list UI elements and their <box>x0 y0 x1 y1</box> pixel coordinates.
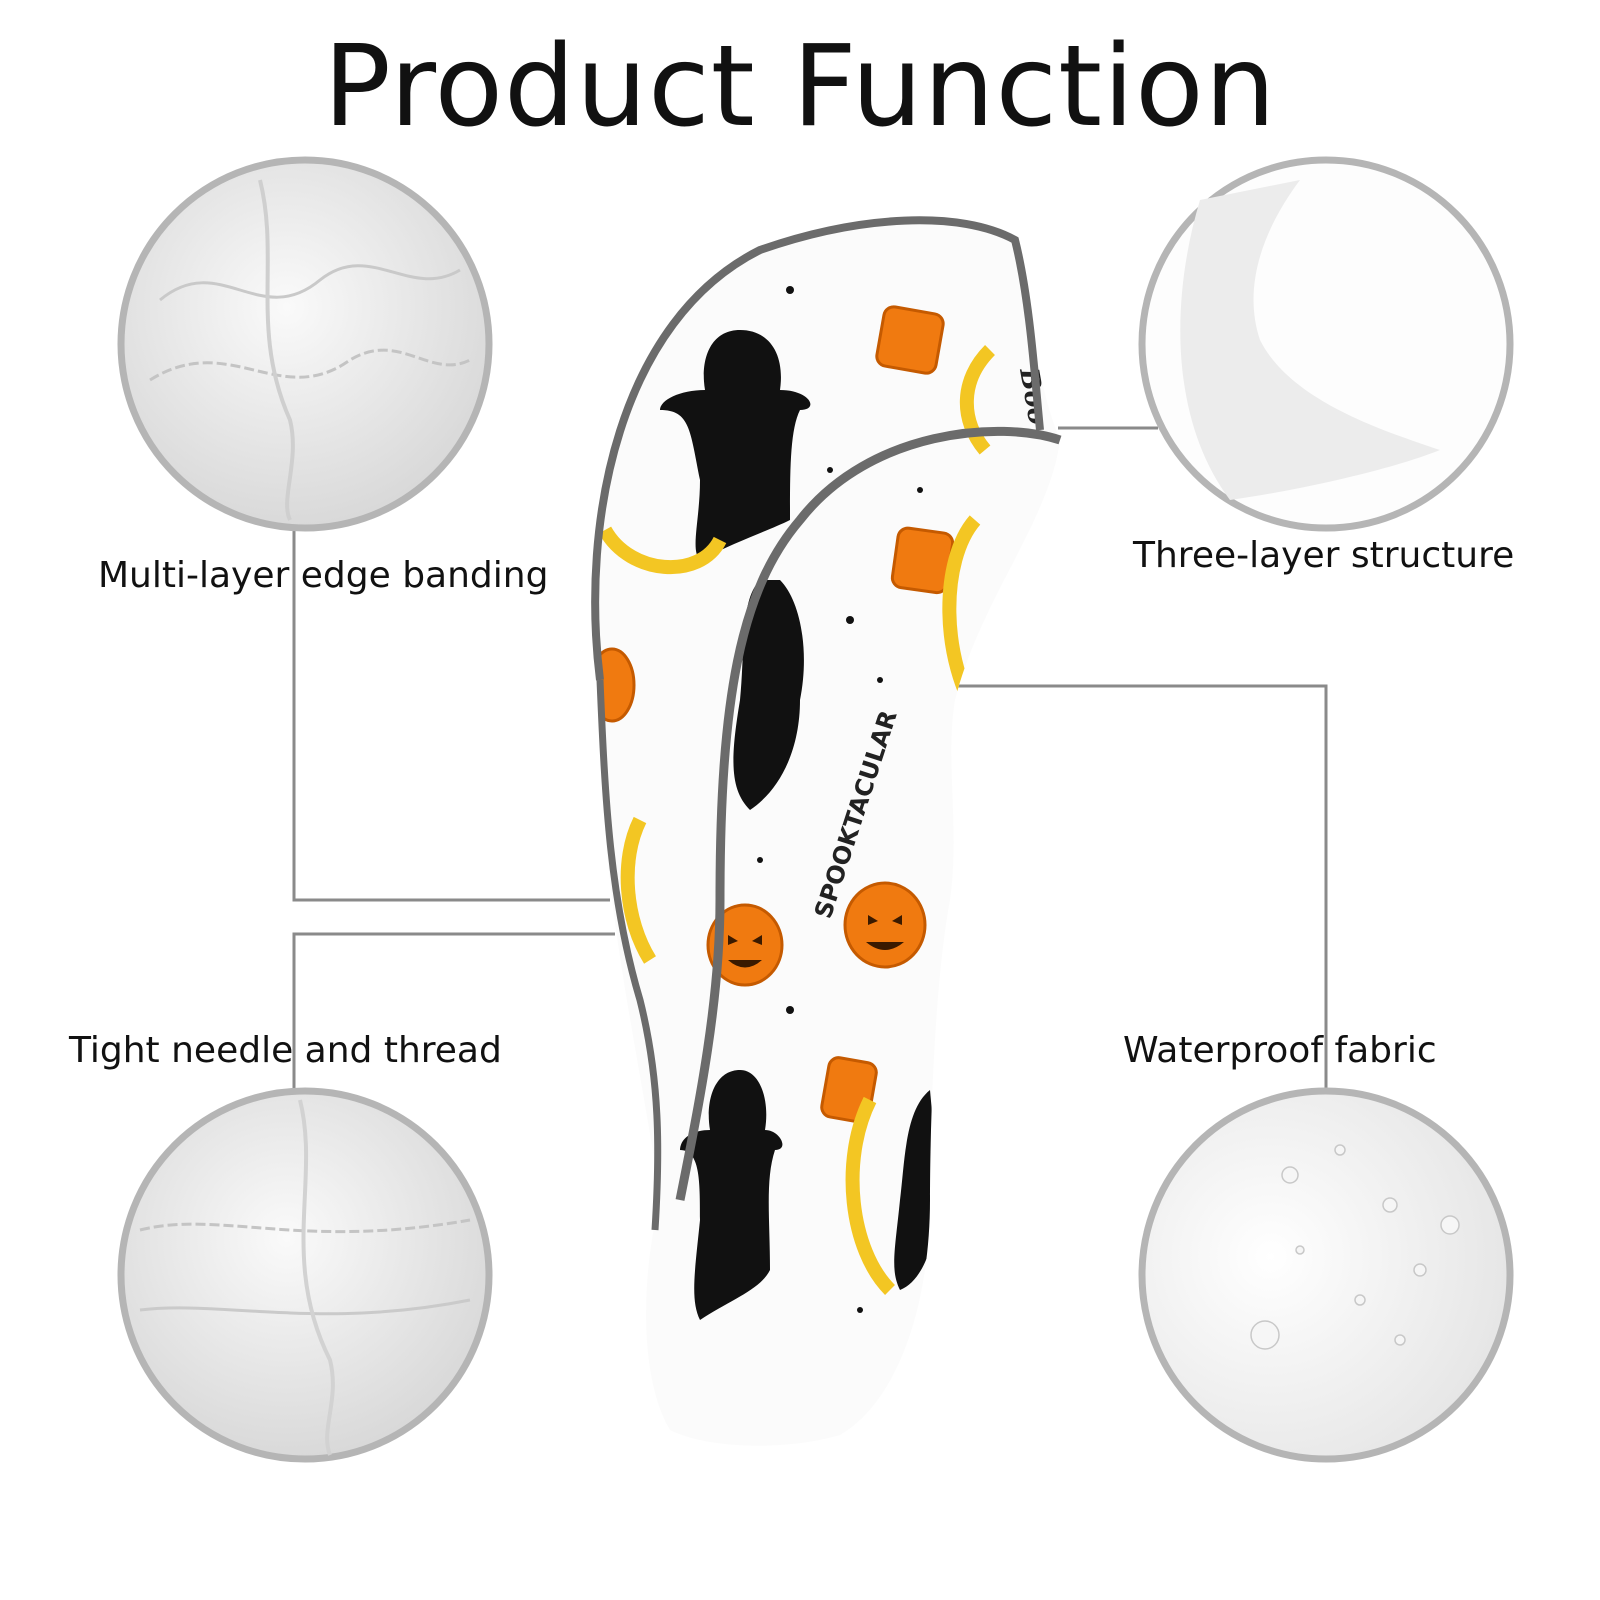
feature-label-three-layer: Three-layer structure <box>1133 535 1515 576</box>
page-title: Product Function <box>323 22 1277 152</box>
detail-circle-waterproof <box>1138 1087 1514 1463</box>
feature-label-needle-thread: Tight needle and thread <box>69 1030 502 1071</box>
feature-label-edge-banding: Multi-layer edge banding <box>98 555 549 596</box>
detail-circle-edge-banding <box>117 156 493 532</box>
detail-circle-needle-thread <box>117 1087 493 1463</box>
connector-lines <box>292 426 1328 1088</box>
headcover-product-image: Boo SPOOKTACULAR <box>591 216 1062 1446</box>
detail-circle-three-layer <box>1138 156 1514 532</box>
feature-label-waterproof: Waterproof fabric <box>1123 1030 1437 1071</box>
